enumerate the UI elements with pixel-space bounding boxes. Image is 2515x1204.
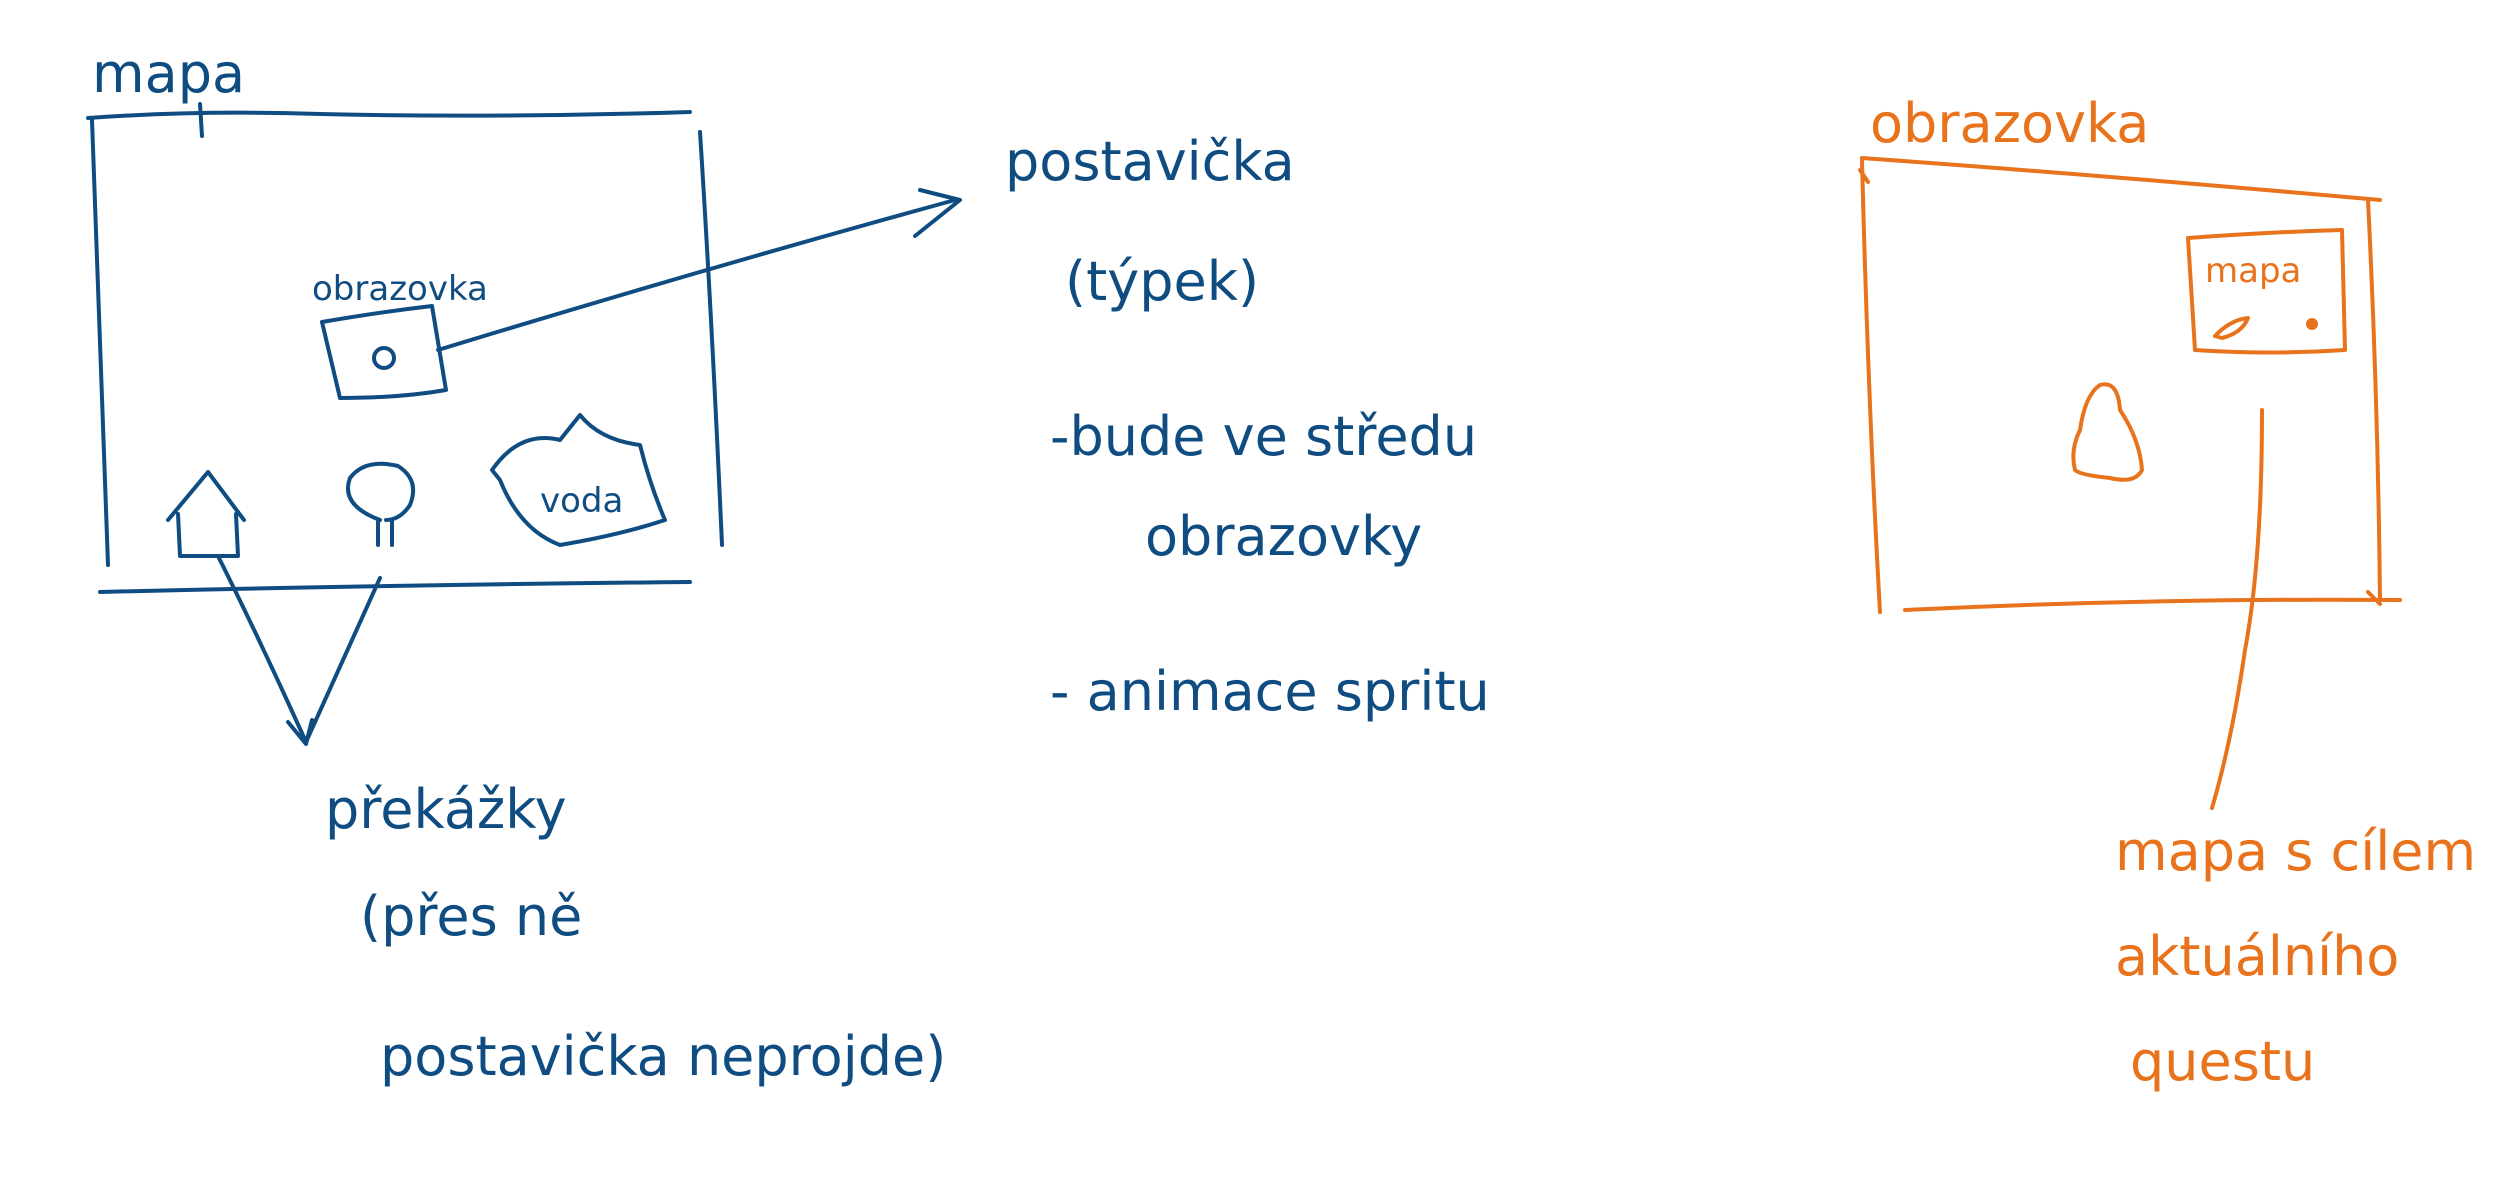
- screen-label: obrazovka: [1870, 92, 2149, 155]
- map-sketch: mapa obrazovka voda: [86, 42, 962, 746]
- map-frame: [86, 110, 724, 594]
- character-note: postavička (týpek) -bude ve středu obraz…: [1005, 130, 1490, 723]
- map-frame-tick: [198, 102, 204, 138]
- minimap-note-line-2: aktuálního: [2115, 925, 2399, 988]
- screen-frame: [1858, 156, 2402, 614]
- water-blob: [490, 413, 667, 547]
- inner-screen-rect: [320, 304, 448, 400]
- dot-marker-icon: [2306, 318, 2318, 330]
- character-bullet-2: - animace spritu: [1050, 660, 1490, 723]
- minimap-note-line-1: mapa s cílem: [2115, 820, 2476, 883]
- minimap-frame: [2186, 228, 2347, 355]
- character-title: postavička: [1005, 130, 1295, 193]
- water-label: voda: [540, 481, 623, 521]
- minimap-pointer-line: [2210, 408, 2264, 810]
- minimap-note: mapa s cílem aktuálního questu: [2115, 820, 2476, 1093]
- tree-icon: [346, 461, 415, 547]
- character-icon: [372, 346, 396, 370]
- character-bullet-1-line-1: -bude ve středu: [1050, 405, 1477, 468]
- screen-sketch: obrazovka mapa: [1858, 92, 2402, 810]
- obstacle-note: překážky (přes ně postavička neprojde): [325, 778, 946, 1088]
- character-subtitle: (týpek): [1065, 250, 1259, 313]
- character-arrow: [436, 188, 962, 352]
- minimap-label: mapa: [2205, 251, 2301, 291]
- obstacle-arrow: [216, 554, 382, 746]
- obstacle-line-2: (přes ně: [360, 885, 582, 948]
- inner-screen-label: obrazovka: [312, 269, 488, 309]
- obstacle-line-1: překážky: [325, 778, 567, 841]
- character-bullet-1-line-2: obrazovky: [1145, 505, 1422, 568]
- character-icon: [2071, 382, 2144, 482]
- obstacle-line-3: postavička neprojde): [380, 1025, 946, 1088]
- house-icon: [166, 470, 246, 558]
- minimap-note-line-3: questu: [2130, 1030, 2315, 1093]
- map-label: mapa: [92, 42, 245, 105]
- arrow-marker-icon: [2213, 316, 2250, 340]
